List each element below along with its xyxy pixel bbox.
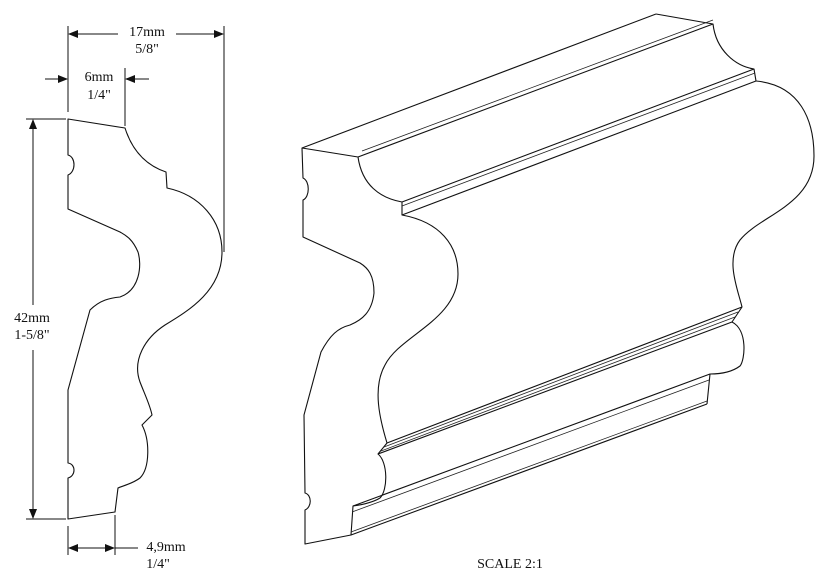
bead-edge	[377, 321, 733, 455]
bottom-width-metric: 4,9mm	[146, 540, 186, 555]
bottom-step-line	[351, 379, 710, 513]
bead-line	[383, 311, 739, 448]
overall-width-metric: 17mm	[129, 25, 165, 40]
bead-edge	[386, 306, 743, 444]
fillet-line	[401, 72, 756, 207]
top-width-imperial: 1/4"	[87, 88, 111, 103]
bottom-edge-line	[350, 400, 708, 533]
bottom-width-imperial: 1/4"	[146, 557, 170, 572]
isometric-view	[301, 13, 815, 545]
top-width-metric: 6mm	[84, 70, 114, 85]
fillet-edge	[401, 80, 757, 216]
top-back-edge	[301, 13, 657, 149]
bottom-step-edge	[352, 373, 711, 507]
front-face-profile	[301, 147, 459, 545]
overall-width-imperial: 5/8"	[135, 42, 159, 57]
fillet-edge	[401, 68, 755, 203]
scale-label: SCALE 2:1	[477, 557, 543, 572]
bevel-line	[361, 19, 714, 152]
height-metric: 42mm	[14, 311, 50, 326]
bottom-edge	[350, 403, 708, 536]
top-front-edge	[357, 23, 714, 158]
back-profile	[655, 13, 815, 405]
bead-line	[380, 316, 736, 452]
height-imperial: 1-5/8"	[14, 328, 50, 343]
profile-section	[67, 118, 223, 520]
